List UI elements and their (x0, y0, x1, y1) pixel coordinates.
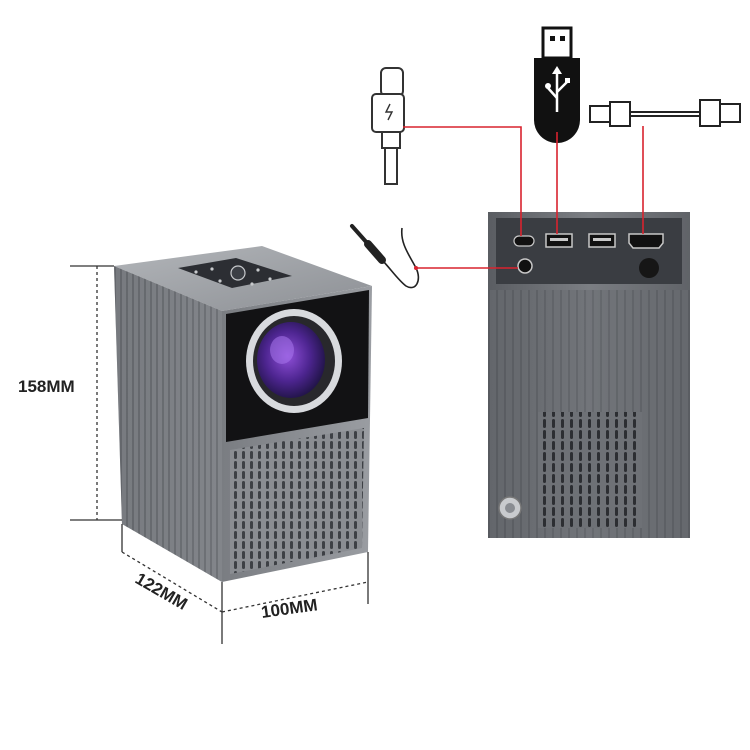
front-grill (230, 428, 364, 574)
lens (246, 309, 342, 413)
usb-c-cable-icon (371, 67, 405, 185)
height-label: 158MM (18, 377, 75, 396)
power-icon (230, 265, 246, 281)
usb-stick-icon (534, 26, 580, 143)
projector-front-view (114, 246, 372, 582)
back-button (639, 258, 659, 278)
depth-label: 122MM (132, 569, 191, 614)
audio-jack-icon (350, 224, 420, 289)
hdmi-port (628, 233, 664, 249)
width-label: 100MM (260, 595, 319, 622)
hdmi-cable-icon (589, 99, 741, 127)
projector-back-view (488, 212, 690, 538)
audio-port (517, 258, 533, 274)
back-grill (538, 412, 642, 528)
connector-lines (403, 126, 644, 269)
usb-c-port (513, 235, 535, 247)
dimension-lines (70, 265, 369, 644)
